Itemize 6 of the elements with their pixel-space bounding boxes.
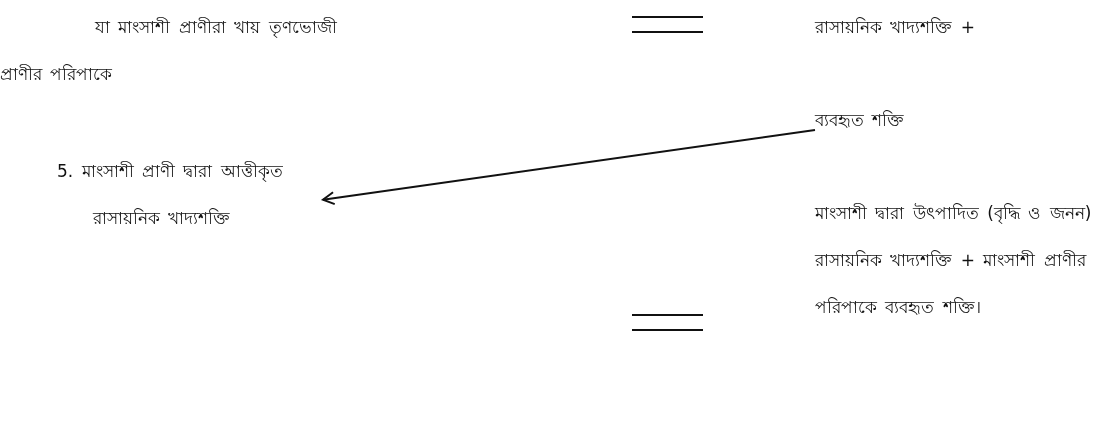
text-label: যা মাংসাশী প্রাণীরা খায় তৃণভোজী প্রাণীর পরিপাকে (0, 16, 338, 86)
arrow (322, 128, 816, 206)
text-label: 5. মাংসাশী প্রাণী দ্বারা আত্তীকৃত রাসায়নিক খাদ্যশক্তি (57, 148, 323, 242)
text-label: মাংসাশী দ্বারা উৎপাদিত (বৃদ্ধি ও জনন) রাসায়নিক খাদ্যশক্তি + মাংসাশী প্রাণীর পরিপাকে ব্যবহৃত শক্তি। (815, 202, 1093, 319)
text-label: ব্যবহৃত শক্তি (815, 97, 905, 144)
text-label: রাসায়নিক খাদ্যশক্তি + (815, 16, 977, 39)
